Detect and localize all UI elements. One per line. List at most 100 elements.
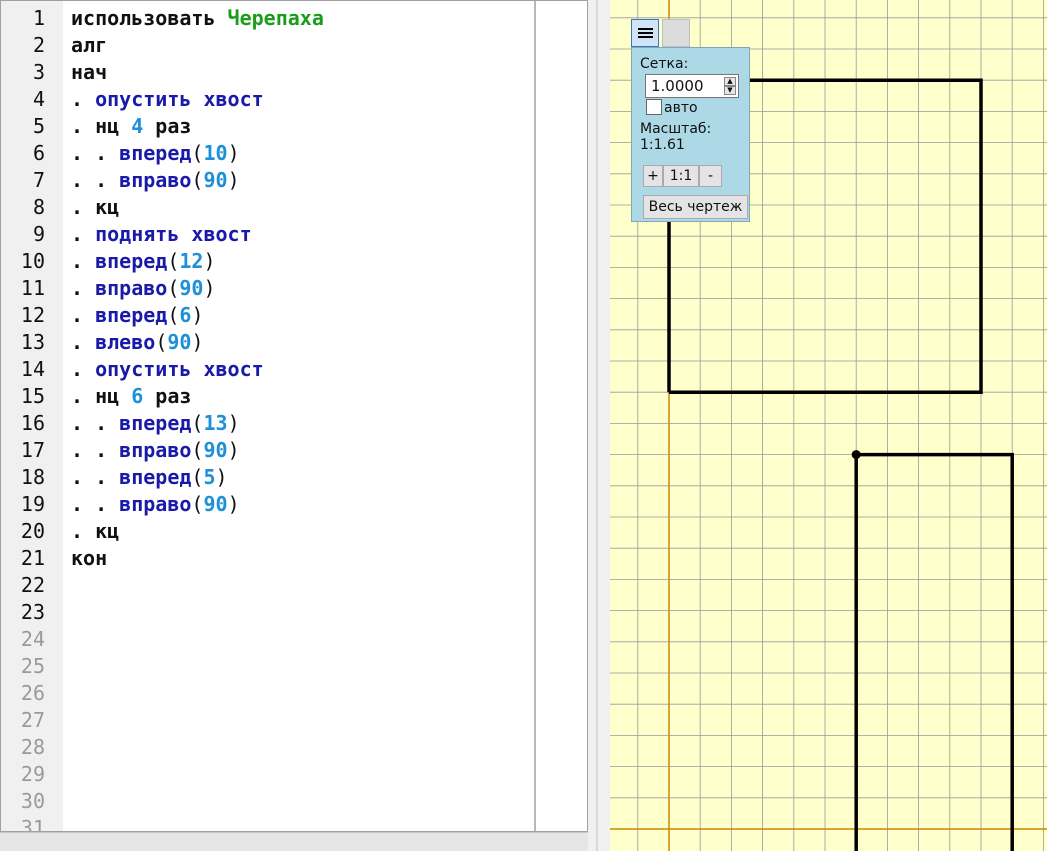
- code-token: . .: [71, 492, 120, 516]
- fit-all-button[interactable]: Весь чертеж: [643, 195, 748, 219]
- code-token: вперед: [95, 303, 168, 327]
- code-token: ): [215, 465, 228, 489]
- line-number: 9: [32, 222, 45, 246]
- code-token: . .: [71, 168, 120, 192]
- drawing-grid: [610, 0, 1047, 851]
- code-token: . .: [71, 465, 120, 489]
- code-token: 4: [131, 114, 144, 138]
- line-number: 23: [20, 600, 45, 624]
- line-number: 12: [20, 303, 45, 327]
- code-line[interactable]: . поднять хвост: [71, 221, 252, 248]
- code-token: (: [191, 492, 204, 516]
- line-number: 26: [20, 681, 45, 705]
- code-line[interactable]: . опустить хвост: [71, 86, 264, 113]
- code-line[interactable]: . . вперед(10): [71, 140, 240, 167]
- code-line[interactable]: . кц: [71, 518, 119, 545]
- auto-checkbox[interactable]: [646, 99, 662, 115]
- horizontal-scrollbar[interactable]: [0, 832, 588, 851]
- turtle-path: [854, 452, 1014, 851]
- code-token: 10: [203, 141, 228, 165]
- code-token: (: [167, 249, 180, 273]
- code-token: (: [167, 276, 180, 300]
- code-token: ): [227, 141, 240, 165]
- line-number: 15: [20, 384, 45, 408]
- code-token: 90: [167, 330, 192, 354]
- panel-splitter[interactable]: [588, 0, 610, 851]
- code-token: .: [71, 222, 96, 246]
- menu-button[interactable]: [631, 19, 659, 47]
- code-line[interactable]: . . вперед(5): [71, 464, 228, 491]
- hamburger-icon-line: [638, 32, 653, 34]
- code-token: (: [191, 411, 204, 435]
- line-number: 27: [20, 708, 45, 732]
- code-line[interactable]: кон: [71, 545, 107, 572]
- code-token: .: [71, 330, 96, 354]
- code-token: ): [227, 411, 240, 435]
- code-token: . кц: [71, 195, 120, 219]
- grid-step-spinbox[interactable]: 1.0000 ▲ ▼: [645, 74, 739, 98]
- code-token: . кц: [71, 519, 120, 543]
- code-token: (: [155, 330, 168, 354]
- spin-up-icon[interactable]: ▲: [724, 77, 736, 86]
- line-number: 14: [20, 357, 45, 381]
- auto-label: авто: [664, 100, 698, 116]
- code-token: вправо: [119, 168, 192, 192]
- code-token: ): [227, 492, 240, 516]
- zoom-in-button[interactable]: +: [643, 165, 663, 187]
- line-number: 6: [32, 141, 45, 165]
- code-token: . .: [71, 438, 120, 462]
- turtle-canvas[interactable]: [610, 0, 1047, 851]
- code-line[interactable]: . нц 6 раз: [71, 383, 191, 410]
- secondary-button[interactable]: [662, 19, 690, 47]
- turtle-icon: [851, 450, 861, 460]
- code-line[interactable]: . . вперед(13): [71, 410, 240, 437]
- code-token: 13: [203, 411, 228, 435]
- code-token: ): [191, 303, 204, 327]
- line-number: 11: [20, 276, 45, 300]
- hamburger-icon-line: [638, 36, 653, 38]
- spin-down-icon[interactable]: ▼: [724, 86, 736, 95]
- code-token: .: [71, 276, 96, 300]
- line-number: 16: [20, 411, 45, 435]
- code-line[interactable]: . . вправо(90): [71, 167, 240, 194]
- code-token: 90: [203, 492, 228, 516]
- code-token: .: [71, 87, 96, 111]
- code-token: 90: [179, 276, 204, 300]
- line-number: 25: [20, 654, 45, 678]
- line-number: 13: [20, 330, 45, 354]
- code-token: .: [71, 249, 96, 273]
- zoom-out-button[interactable]: -: [699, 165, 722, 187]
- code-line[interactable]: . вперед(6): [71, 302, 203, 329]
- code-line[interactable]: . вперед(12): [71, 248, 216, 275]
- code-line[interactable]: . опустить хвост: [71, 356, 264, 383]
- code-token: алг: [71, 33, 108, 57]
- code-token: вправо: [95, 276, 168, 300]
- line-number: 21: [20, 546, 45, 570]
- code-token: опустить хвост: [95, 357, 264, 381]
- code-line[interactable]: нач: [71, 59, 107, 86]
- code-token: вправо: [119, 492, 192, 516]
- code-token: . нц: [71, 114, 132, 138]
- code-token: (: [191, 465, 204, 489]
- code-token: нач: [71, 60, 108, 84]
- code-line[interactable]: . . вправо(90): [71, 437, 240, 464]
- code-token: вперед: [119, 465, 192, 489]
- code-line[interactable]: . влево(90): [71, 329, 204, 356]
- zoom-reset-button[interactable]: 1:1: [663, 165, 699, 187]
- code-line[interactable]: . вправо(90): [71, 275, 216, 302]
- code-line[interactable]: алг: [71, 32, 107, 59]
- line-number: 28: [20, 735, 45, 759]
- scale-label: Масштаб:: [640, 121, 712, 137]
- code-token: .: [71, 357, 96, 381]
- code-token: (: [191, 438, 204, 462]
- code-token: .: [71, 303, 96, 327]
- line-number-gutter: [1, 1, 63, 831]
- code-line[interactable]: . кц: [71, 194, 119, 221]
- code-line[interactable]: использовать Черепаха: [71, 5, 324, 32]
- code-line[interactable]: . . вправо(90): [71, 491, 240, 518]
- code-token: раз: [143, 114, 192, 138]
- code-token: . нц: [71, 384, 132, 408]
- code-line[interactable]: . нц 4 раз: [71, 113, 191, 140]
- code-token: ): [227, 438, 240, 462]
